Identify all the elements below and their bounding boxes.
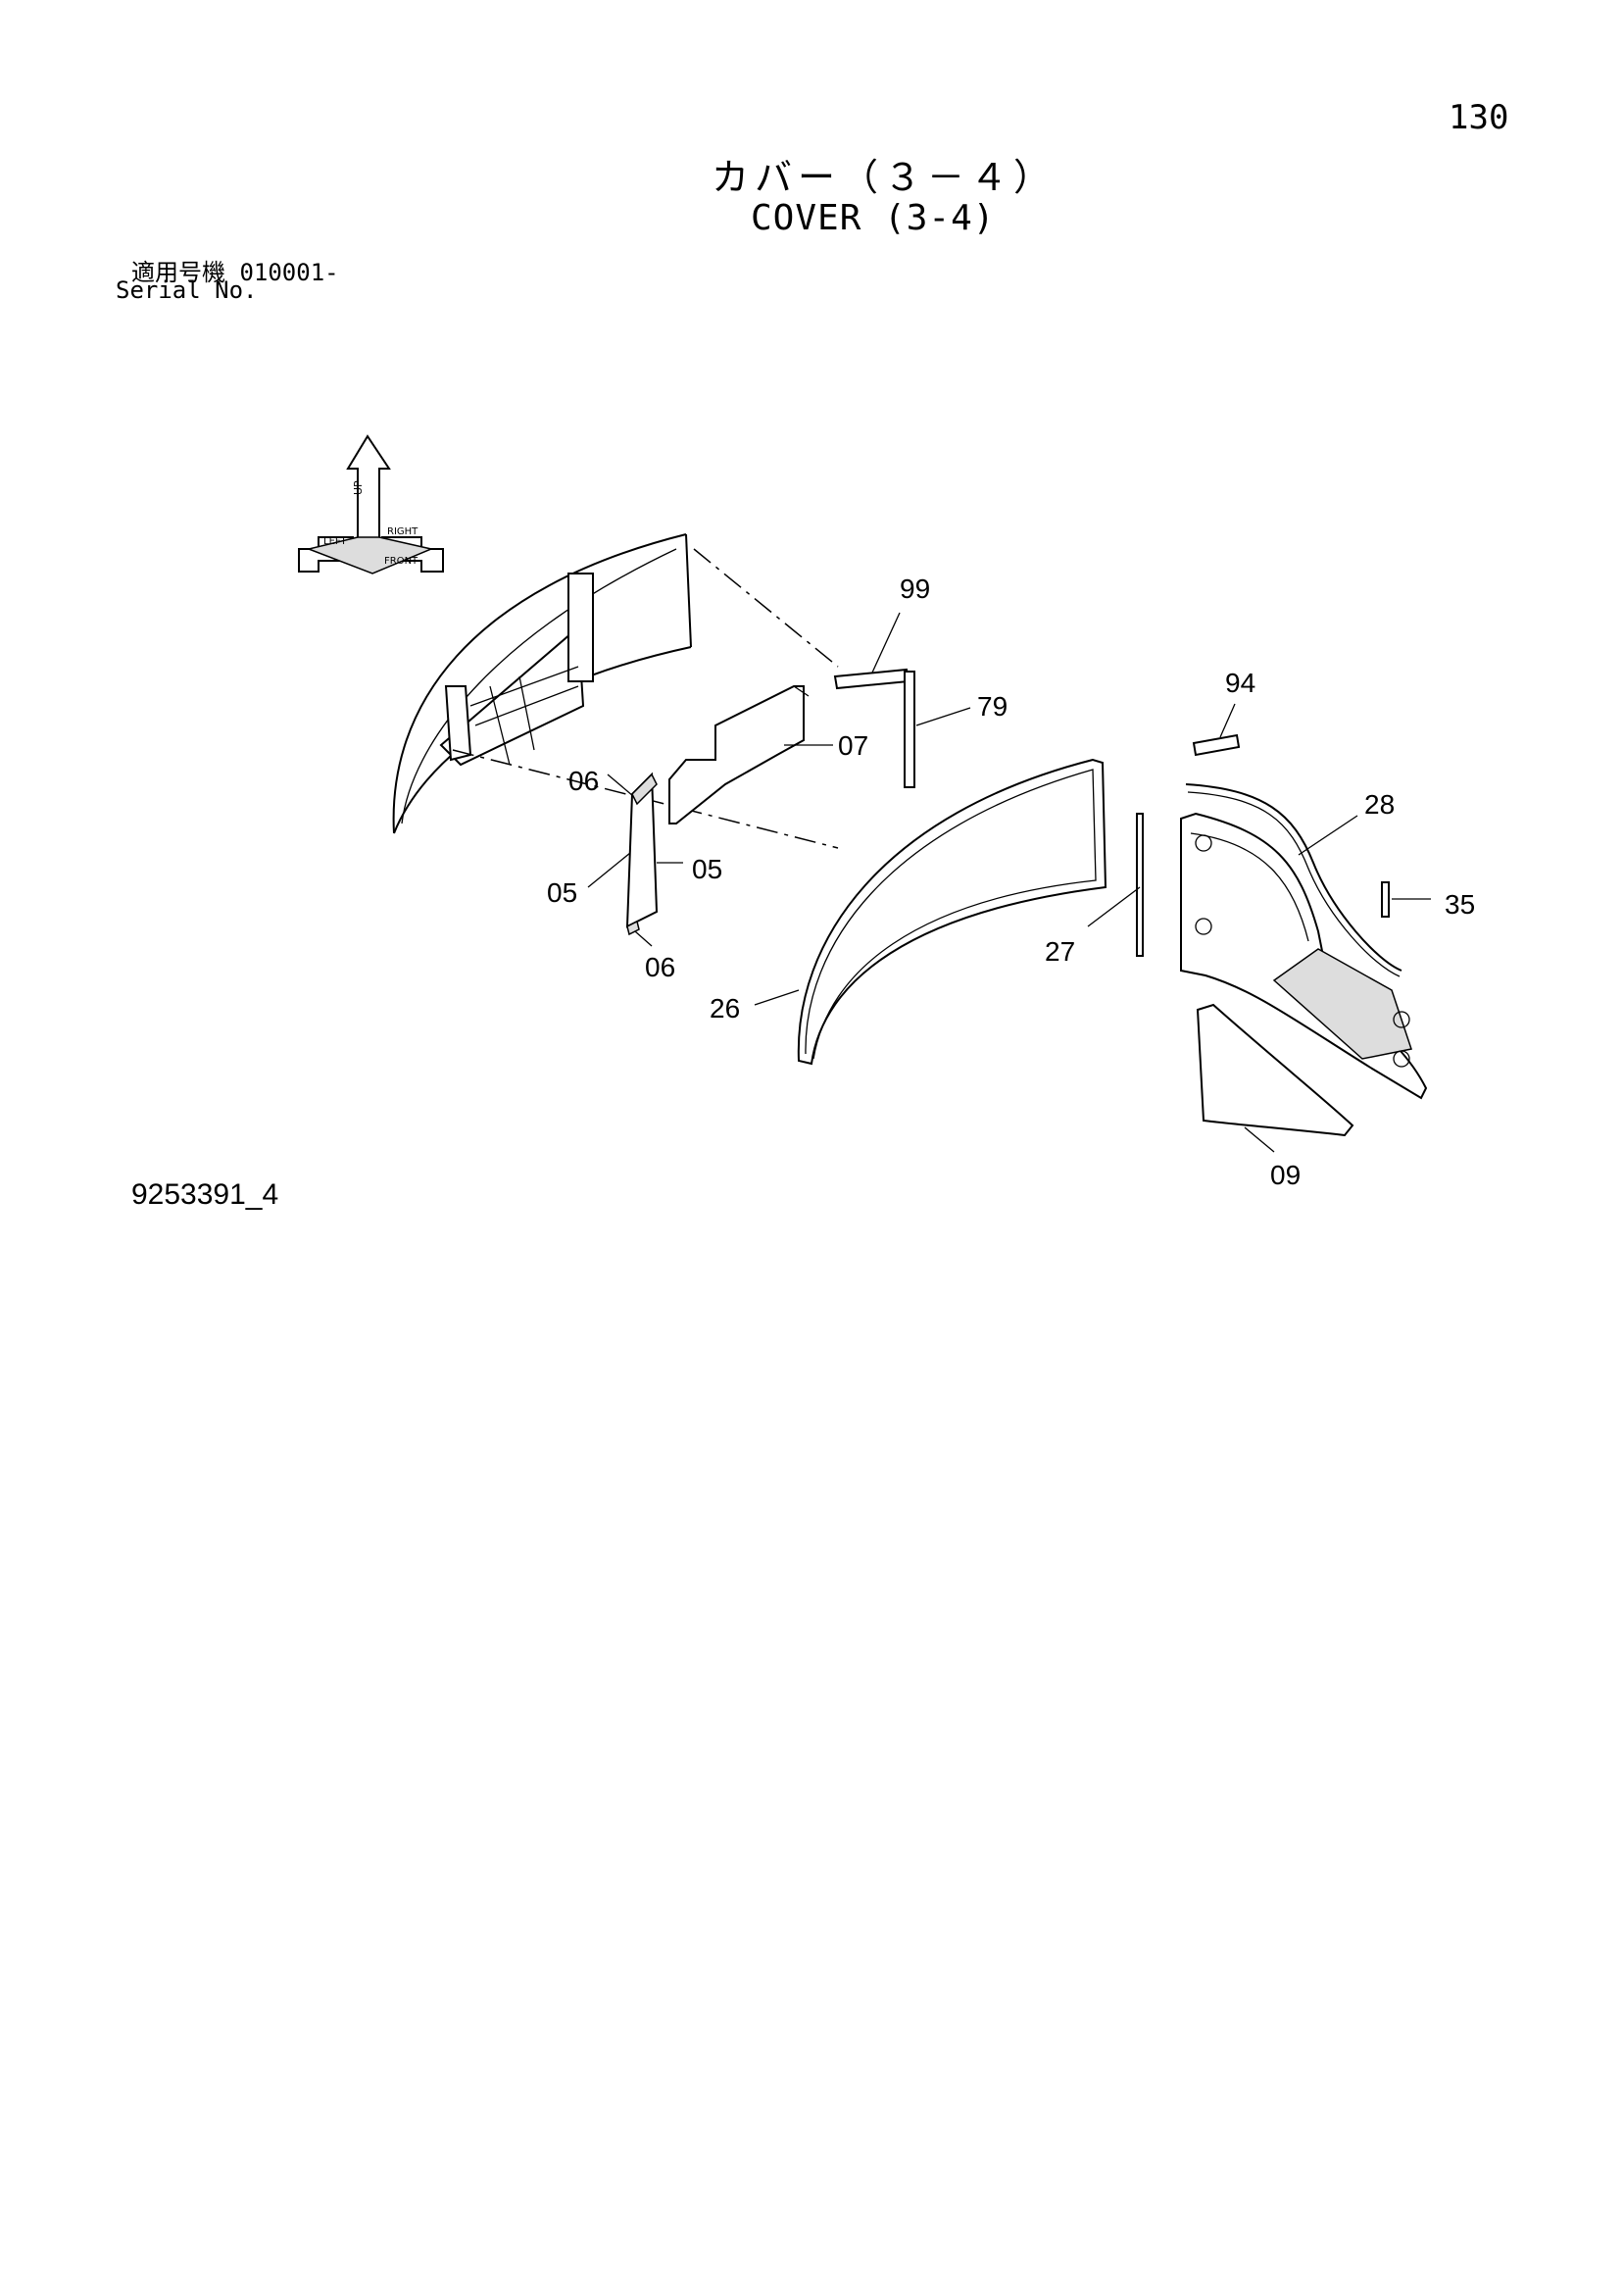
axis-label-up: UP [352, 480, 365, 495]
callout-99: 99 [900, 574, 930, 604]
axis-label-left: LEFT [323, 536, 347, 547]
page-number: 130 [1449, 98, 1509, 137]
page-title-japanese: カバー（３－４） [712, 156, 1057, 199]
part-26-curved-glass [797, 758, 1107, 1066]
callout-28: 28 [1364, 789, 1395, 820]
callout-26: 26 [710, 993, 740, 1023]
callout-79: 79 [977, 691, 1008, 722]
callout-06-top: 06 [568, 766, 599, 796]
axis-label-right: RIGHT [387, 526, 418, 537]
part-07 [668, 685, 805, 824]
part-28-side-cover [1180, 812, 1428, 1100]
page-title-english: COVER (3-4) [751, 198, 996, 238]
part-79 [904, 671, 915, 788]
part-06-top [631, 773, 658, 806]
part-28-seal-strip [1185, 783, 1402, 972]
serial-range-label: 適用号機 010001- [131, 259, 339, 286]
assembly-line-1 [693, 548, 839, 668]
cab-cover-panel [392, 533, 692, 834]
callout-06-bottom: 06 [645, 952, 675, 982]
callout-09: 09 [1270, 1160, 1301, 1190]
callout-05-left: 05 [547, 877, 577, 908]
part-35 [1381, 881, 1390, 918]
callout-94: 94 [1225, 668, 1255, 698]
callout-05-right: 05 [692, 854, 722, 884]
axis-label-front: FRONT [384, 556, 418, 567]
part-27 [1136, 813, 1144, 957]
part-09 [1196, 1003, 1354, 1137]
orientation-axes-icon: UP LEFT RIGHT FRONT [298, 434, 444, 574]
callout-35: 35 [1445, 889, 1475, 920]
part-94 [1192, 733, 1241, 757]
part-06-bottom [626, 920, 640, 936]
callout-27: 27 [1045, 936, 1075, 967]
drawing-number: 9253391_4 [131, 1178, 279, 1211]
serial-number-label: Serial No. [116, 276, 258, 304]
part-99 [833, 668, 910, 690]
callout-07: 07 [838, 730, 868, 761]
